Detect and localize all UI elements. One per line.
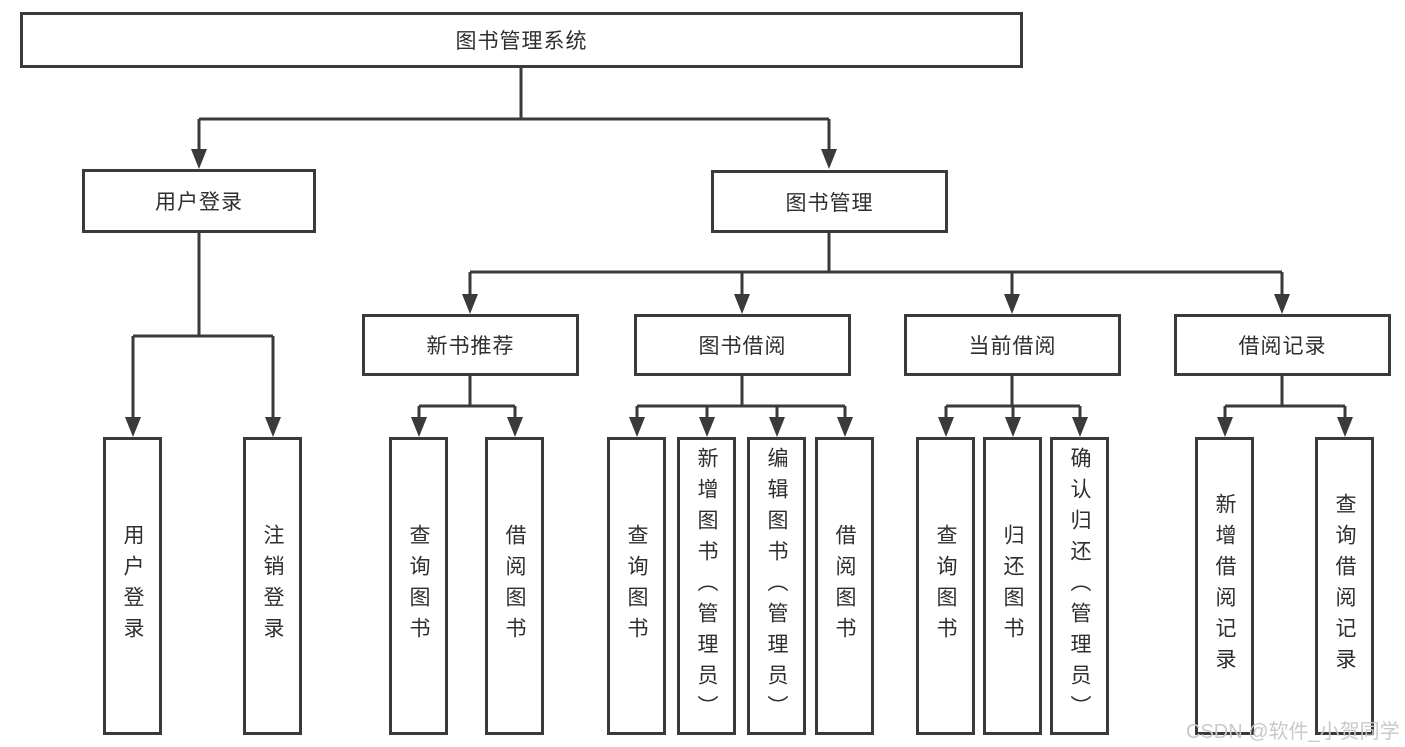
leaf-query-books-1: 查询图书 bbox=[389, 437, 448, 735]
leaf-query-books-2: 查询图书 bbox=[607, 437, 666, 735]
node-book-borrowing-label: 图书借阅 bbox=[698, 335, 787, 358]
leaf-add-borrow-record: 新增借阅记录 bbox=[1195, 437, 1254, 735]
node-book-management-label: 图书管理 bbox=[785, 191, 874, 215]
arrowheads bbox=[125, 149, 1353, 437]
leaf-query-borrow-record: 查询借阅记录 bbox=[1315, 437, 1374, 735]
leaf-query-books-1-label: 查询图书 bbox=[407, 524, 430, 648]
node-current-borrowing: 当前借阅 bbox=[904, 314, 1121, 376]
leaf-add-book-admin-label: 新增图书（管理员） bbox=[695, 446, 718, 726]
leaf-confirm-return-admin-label: 确认归还（管理员） bbox=[1068, 446, 1091, 726]
node-new-book-recommendation: 新书推荐 bbox=[362, 314, 579, 376]
leaf-user-login: 用户登录 bbox=[103, 437, 162, 735]
node-library-management-system: 图书管理系统 bbox=[20, 12, 1023, 68]
leaf-add-book-admin: 新增图书（管理员） bbox=[677, 437, 736, 735]
watermark: CSDN @软件_小贺同学 bbox=[1186, 721, 1400, 743]
leaf-edit-book-admin-label: 编辑图书（管理员） bbox=[765, 446, 788, 726]
leaf-logout-label: 注销登录 bbox=[261, 524, 284, 648]
leaf-user-login-label: 用户登录 bbox=[121, 524, 144, 648]
node-user-login-label: 用户登录 bbox=[155, 191, 243, 214]
node-borrowing-records: 借阅记录 bbox=[1174, 314, 1391, 376]
leaf-query-books-3: 查询图书 bbox=[916, 437, 975, 735]
node-book-borrowing: 图书借阅 bbox=[634, 314, 851, 376]
node-current-borrowing-label: 当前借阅 bbox=[968, 335, 1057, 358]
leaf-confirm-return-admin: 确认归还（管理员） bbox=[1050, 437, 1109, 735]
leaf-add-borrow-record-label: 新增借阅记录 bbox=[1213, 493, 1236, 679]
leaf-borrow-books-1: 借阅图书 bbox=[485, 437, 544, 735]
leaf-query-books-2-label: 查询图书 bbox=[625, 524, 648, 648]
node-borrowing-records-label: 借阅记录 bbox=[1238, 335, 1327, 358]
node-new-book-recommendation-label: 新书推荐 bbox=[426, 335, 515, 358]
node-book-management: 图书管理 bbox=[711, 170, 948, 233]
leaf-edit-book-admin: 编辑图书（管理员） bbox=[747, 437, 806, 735]
leaf-borrow-books-2: 借阅图书 bbox=[815, 437, 874, 735]
leaf-query-books-3-label: 查询图书 bbox=[934, 524, 957, 648]
leaf-return-books-label: 归还图书 bbox=[1001, 524, 1024, 648]
node-library-management-system-label: 图书管理系统 bbox=[455, 30, 588, 53]
leaf-return-books: 归还图书 bbox=[983, 437, 1042, 735]
leaf-logout: 注销登录 bbox=[243, 437, 302, 735]
leaf-borrow-books-1-label: 借阅图书 bbox=[503, 524, 526, 648]
node-user-login: 用户登录 bbox=[82, 169, 316, 233]
leaf-borrow-books-2-label: 借阅图书 bbox=[833, 524, 856, 648]
leaf-query-borrow-record-label: 查询借阅记录 bbox=[1333, 493, 1356, 679]
